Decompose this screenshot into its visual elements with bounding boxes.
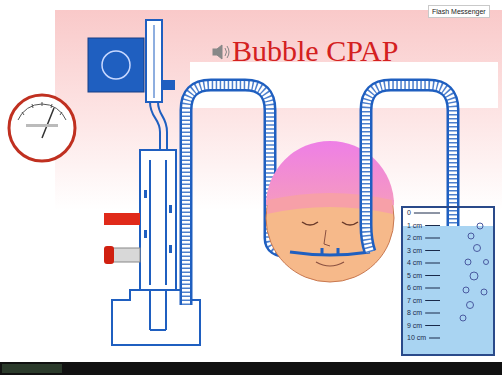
box-text: Flash Messenger bbox=[432, 8, 486, 15]
speaker-icon bbox=[213, 45, 229, 59]
bubble bbox=[484, 260, 489, 265]
bubble bbox=[477, 223, 483, 229]
scale-tick bbox=[425, 300, 440, 301]
bubble bbox=[460, 315, 466, 321]
scale-label: 2 cm bbox=[407, 234, 422, 242]
flow-tube bbox=[146, 20, 162, 102]
scale-tick bbox=[425, 288, 440, 289]
scale-tick bbox=[429, 338, 440, 339]
humidifier-marks bbox=[144, 190, 172, 253]
scale-label: 7 cm bbox=[407, 297, 422, 305]
scale-tick bbox=[425, 325, 440, 326]
diagram-title: Bubble CPAP bbox=[232, 34, 398, 68]
connecting-tube bbox=[150, 102, 167, 150]
scale-label: 10 cm bbox=[407, 334, 426, 342]
bubble bbox=[474, 245, 481, 252]
scale-label: 6 cm bbox=[407, 284, 422, 292]
bubble bbox=[463, 287, 469, 293]
bubble bbox=[481, 289, 487, 295]
flow-outlet bbox=[163, 80, 175, 90]
bubbles bbox=[460, 223, 489, 321]
scale-tick bbox=[425, 238, 440, 239]
infant-head bbox=[266, 141, 394, 282]
scale-label: 1 cm bbox=[407, 222, 422, 230]
prong-tips bbox=[322, 248, 338, 254]
info-box: Flash Messenger bbox=[428, 5, 490, 18]
scale-tick bbox=[425, 225, 440, 226]
background-band bbox=[55, 10, 502, 210]
blower-dial bbox=[102, 51, 130, 79]
bubble bbox=[467, 302, 474, 309]
scale-label: 5 cm bbox=[407, 272, 422, 280]
nasal-prongs bbox=[290, 252, 370, 255]
flow-tube-line bbox=[154, 25, 155, 98]
scale-tick bbox=[425, 275, 440, 276]
bubble bbox=[465, 259, 471, 265]
bubble bbox=[468, 233, 474, 239]
scale-label: 8 cm bbox=[407, 309, 422, 317]
water-container bbox=[402, 207, 494, 355]
bar-button bbox=[2, 364, 62, 373]
blower-box bbox=[88, 38, 144, 92]
scale-label: 0 bbox=[407, 209, 411, 217]
scale-tick bbox=[425, 313, 440, 314]
pressure-gauge bbox=[9, 95, 75, 161]
bubble bbox=[470, 272, 478, 280]
red-knob bbox=[104, 213, 140, 225]
red-valve bbox=[104, 246, 140, 264]
scale-label: 9 cm bbox=[407, 322, 422, 330]
bottom-bar bbox=[0, 362, 502, 375]
scale-tick bbox=[425, 263, 440, 264]
scale-tick bbox=[414, 213, 440, 214]
scale-label: 3 cm bbox=[407, 247, 422, 255]
scale-tick bbox=[425, 250, 440, 251]
scale-label: 4 cm bbox=[407, 259, 422, 267]
